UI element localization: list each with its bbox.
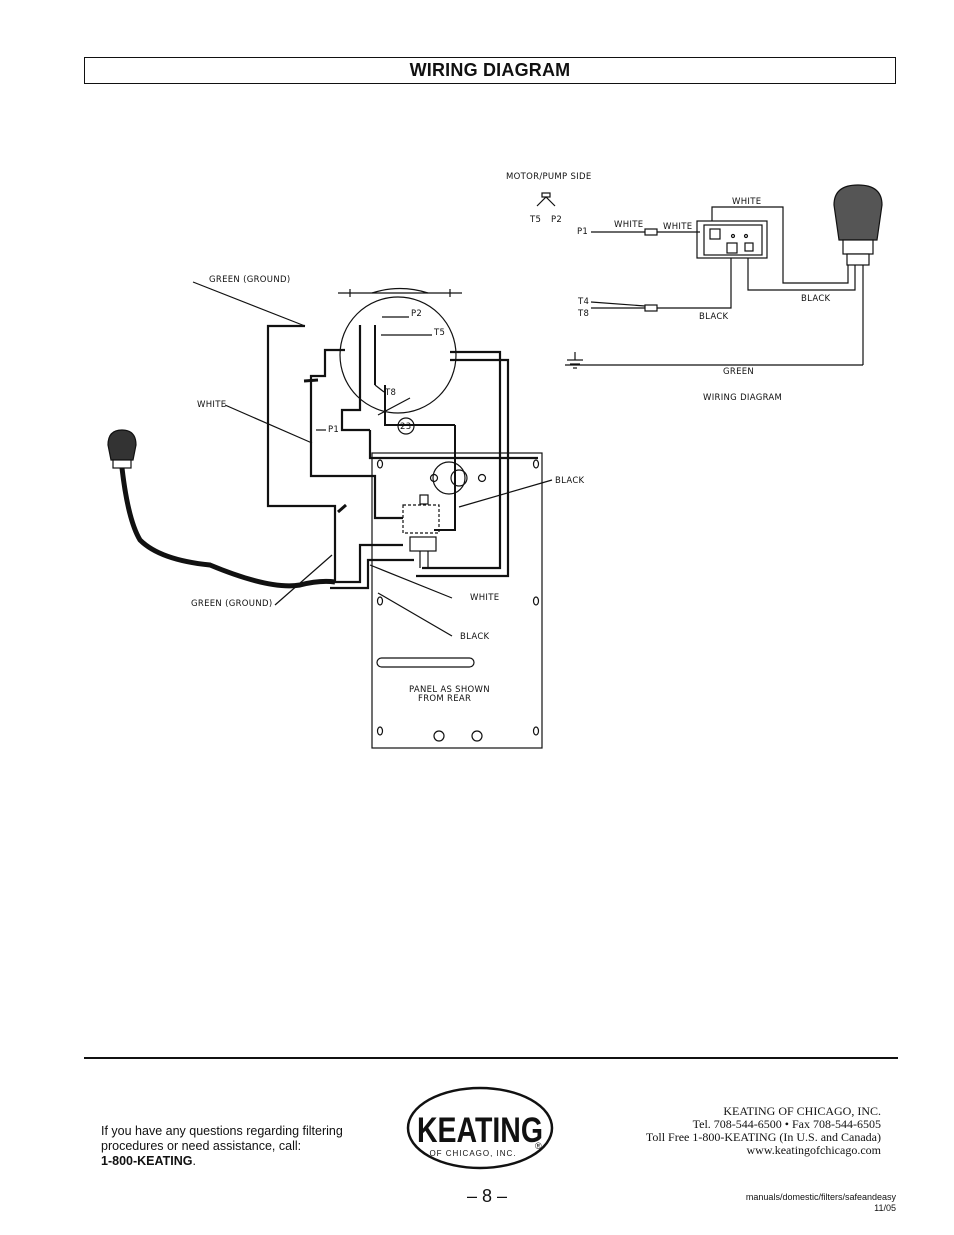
label-motor-pump-side: MOTOR/PUMP SIDE	[506, 172, 592, 182]
help-contact-text: If you have any questions regarding filt…	[101, 1124, 371, 1169]
logo-registered-mark: ®	[535, 1141, 542, 1151]
label-green-ground-top: GREEN (GROUND)	[209, 275, 290, 285]
label-black-right-2: BLACK	[801, 294, 831, 304]
label-white-left: WHITE	[197, 400, 226, 410]
label-wiring-diagram: WIRING DIAGRAM	[703, 393, 782, 403]
help-phone: 1-800-KEATING	[101, 1154, 193, 1168]
help-phone-suffix: .	[192, 1154, 196, 1168]
label-panel-line1: PANEL AS SHOWN	[409, 685, 490, 695]
logo-word: KEATING	[417, 1111, 543, 1150]
document-date: 11/05	[874, 1203, 896, 1213]
label-black-right-1: BLACK	[699, 312, 729, 322]
label-p1-right: P1	[577, 227, 588, 237]
label-t5-top: T5	[529, 215, 541, 225]
label-white-right-1: WHITE	[614, 220, 643, 230]
help-line-1: If you have any questions regarding filt…	[101, 1124, 343, 1138]
company-name: KEATING OF CHICAGO, INC.	[723, 1104, 881, 1118]
keating-logo: KEATING OF CHICAGO, INC. ®	[406, 1086, 554, 1170]
page-title-box: WIRING DIAGRAM	[84, 57, 896, 84]
company-website[interactable]: www.keatingofchicago.com	[746, 1143, 881, 1157]
label-white-panel: WHITE	[470, 593, 499, 603]
label-panel-line2: FROM REAR	[418, 694, 471, 704]
label-t5-left: T5	[433, 328, 445, 338]
label-p2-top: P2	[551, 215, 562, 225]
label-black-left-1: BLACK	[555, 476, 585, 486]
company-tel-fax: Tel. 708-544-6500 • Fax 708-544-6505	[692, 1117, 881, 1131]
label-white-right-3: WHITE	[732, 197, 761, 207]
footer-divider	[84, 1057, 898, 1059]
label-t8-right: T8	[577, 309, 589, 319]
label-p1-left: P1	[328, 425, 339, 435]
document-code: manuals/domestic/filters/safeandeasy 11/…	[746, 1192, 896, 1214]
page-title: WIRING DIAGRAM	[409, 60, 571, 80]
label-green-ground-bottom: GREEN (GROUND)	[191, 599, 272, 609]
help-line-2: procedures or need assistance, call:	[101, 1139, 302, 1153]
label-t4: T4	[577, 297, 589, 307]
label-p2-left: P2	[411, 309, 422, 319]
company-toll-free: Toll Free 1-800-KEATING (In U.S. and Can…	[645, 1130, 881, 1144]
label-black-left-2: BLACK	[460, 632, 490, 642]
company-contact: KEATING OF CHICAGO, INC. Tel. 708-544-65…	[646, 1105, 881, 1157]
label-green: GREEN	[723, 367, 754, 377]
label-item-23: 23	[400, 422, 411, 432]
document-path: manuals/domestic/filters/safeandeasy	[745, 1192, 896, 1202]
label-white-right-2: WHITE	[663, 222, 692, 232]
label-t8-left: T8	[384, 388, 396, 398]
logo-subtitle: OF CHICAGO, INC.	[429, 1149, 516, 1158]
page-number: – 8 –	[466, 1186, 508, 1206]
